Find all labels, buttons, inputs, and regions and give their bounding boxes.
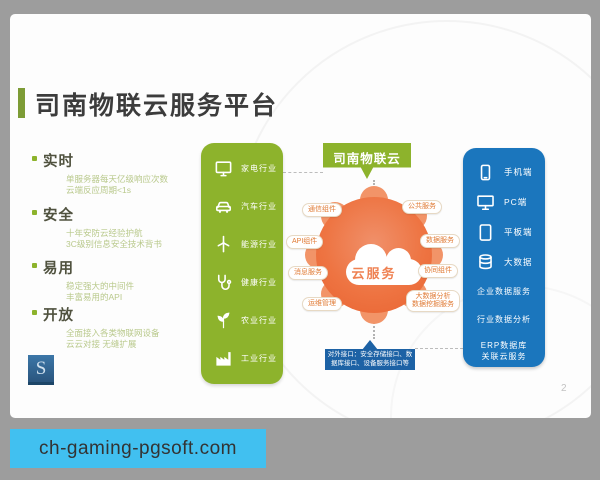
feature-usability: 易用 稳定强大的中间件 丰富易用的API — [30, 257, 208, 303]
terminal-label: 平板端 — [504, 227, 533, 237]
terminal-service-text: 行业数据分析 — [477, 315, 531, 324]
terminal-label: 手机端 — [504, 167, 533, 177]
title-accent-bar — [18, 88, 25, 118]
banner-label: 司南物联云 — [333, 152, 401, 166]
feature-description: 十年安防云经验护航 3C级别信息安全技术背书 — [66, 228, 162, 249]
feature-description: 稳定强大的中间件 丰富易用的API — [66, 281, 135, 302]
industry-label: 家电行业 — [241, 164, 277, 174]
pc-icon — [477, 194, 494, 210]
watermark-text: ch-gaming-pgsoft.com — [39, 437, 237, 459]
feature-openness: 开放 全面接入各类物联网设备 云云对接 无缝扩展 — [30, 304, 208, 350]
factory-icon — [216, 351, 231, 366]
terminals-panel: 手机端 PC端 平板端 大数据 企业数据服务 行业数据分析 ERP数据库 关联云… — [463, 148, 545, 367]
feature-label: 安全 — [43, 208, 74, 224]
terminal-row: 平板端 — [463, 217, 545, 247]
industry-label: 工业行业 — [241, 353, 277, 363]
bullet-icon — [32, 156, 37, 161]
service-pill: 消息服务 — [288, 266, 328, 280]
terminal-row: 手机端 — [463, 157, 545, 187]
feature-label: 实时 — [43, 154, 74, 170]
terminal-row: 大数据 — [463, 247, 545, 277]
dotted-connector — [373, 315, 375, 339]
service-pill: 大数据分析 数据挖掘服务 — [406, 290, 460, 312]
smartphone-icon — [480, 164, 491, 180]
feature-description: 单服务器每天亿级响应次数 云端反应周期<1s — [66, 174, 169, 195]
industry-label: 能源行业 — [241, 240, 277, 250]
industry-row: 汽车行业 — [201, 197, 283, 216]
feature-security: 安全 十年安防云经验护航 3C级别信息安全技术背书 — [30, 204, 208, 250]
industry-row: 家电行业 — [201, 159, 283, 178]
cloud-service-label: 云服务 — [351, 266, 397, 281]
terminal-label: 大数据 — [504, 257, 533, 267]
company-logo: S — [28, 355, 54, 385]
cloud-platform-banner: 司南物联云 — [323, 143, 411, 179]
industry-row: 健康行业 — [201, 273, 283, 292]
page-number: 2 — [561, 383, 567, 394]
service-pill: 运维管理 — [302, 297, 342, 311]
industry-label: 汽车行业 — [241, 202, 277, 212]
service-pill: 数据服务 — [420, 234, 460, 248]
dashed-connector — [283, 172, 323, 173]
plant-icon — [217, 312, 230, 328]
terminal-service-text: ERP数据库 关联云服务 — [480, 341, 528, 361]
service-pill: 通信组件 — [302, 203, 342, 217]
bullet-icon — [32, 310, 37, 315]
industry-label: 健康行业 — [241, 277, 277, 287]
dashed-connector — [415, 348, 463, 349]
monitor-icon — [215, 161, 232, 177]
car-icon — [215, 201, 232, 214]
service-pill: 协同组件 — [418, 264, 458, 278]
slide-canvas: 司南物联云服务平台 实时 单服务器每天亿级响应次数 云端反应周期<1s 安全 十… — [10, 14, 591, 418]
industry-row: 能源行业 — [201, 235, 283, 254]
industries-panel: 家电行业 汽车行业 能源行业 健康行业 农业行业 工业行业 — [201, 143, 283, 384]
feature-label: 开放 — [43, 308, 74, 324]
service-pill: 公共服务 — [402, 200, 442, 214]
bullet-icon — [32, 263, 37, 268]
industry-row: 工业行业 — [201, 349, 283, 368]
terminal-service-text: 企业数据服务 — [477, 287, 531, 296]
bullet-icon — [32, 210, 37, 215]
terminal-label: PC端 — [504, 197, 528, 207]
tablet-icon — [479, 223, 492, 241]
wind-turbine-icon — [217, 235, 230, 253]
feature-realtime: 实时 单服务器每天亿级响应次数 云端反应周期<1s — [30, 150, 208, 196]
terminal-row: PC端 — [463, 187, 545, 217]
page-title: 司南物联云服务平台 — [35, 92, 279, 120]
industry-label: 农业行业 — [241, 315, 277, 325]
feature-description: 全面接入各类物联网设备 云云对接 无缝扩展 — [66, 328, 160, 349]
stethoscope-icon — [217, 274, 232, 290]
service-pill: API组件 — [286, 235, 324, 249]
external-api-text: 对外接口：安全存储接口、数 据库接口、设备服务接口等 — [327, 351, 413, 367]
industry-row: 农业行业 — [201, 311, 283, 330]
watermark-bar: ch-gaming-pgsoft.com — [10, 429, 266, 468]
cloud-icon — [346, 244, 422, 285]
database-icon — [479, 253, 492, 269]
feature-label: 易用 — [43, 261, 74, 277]
